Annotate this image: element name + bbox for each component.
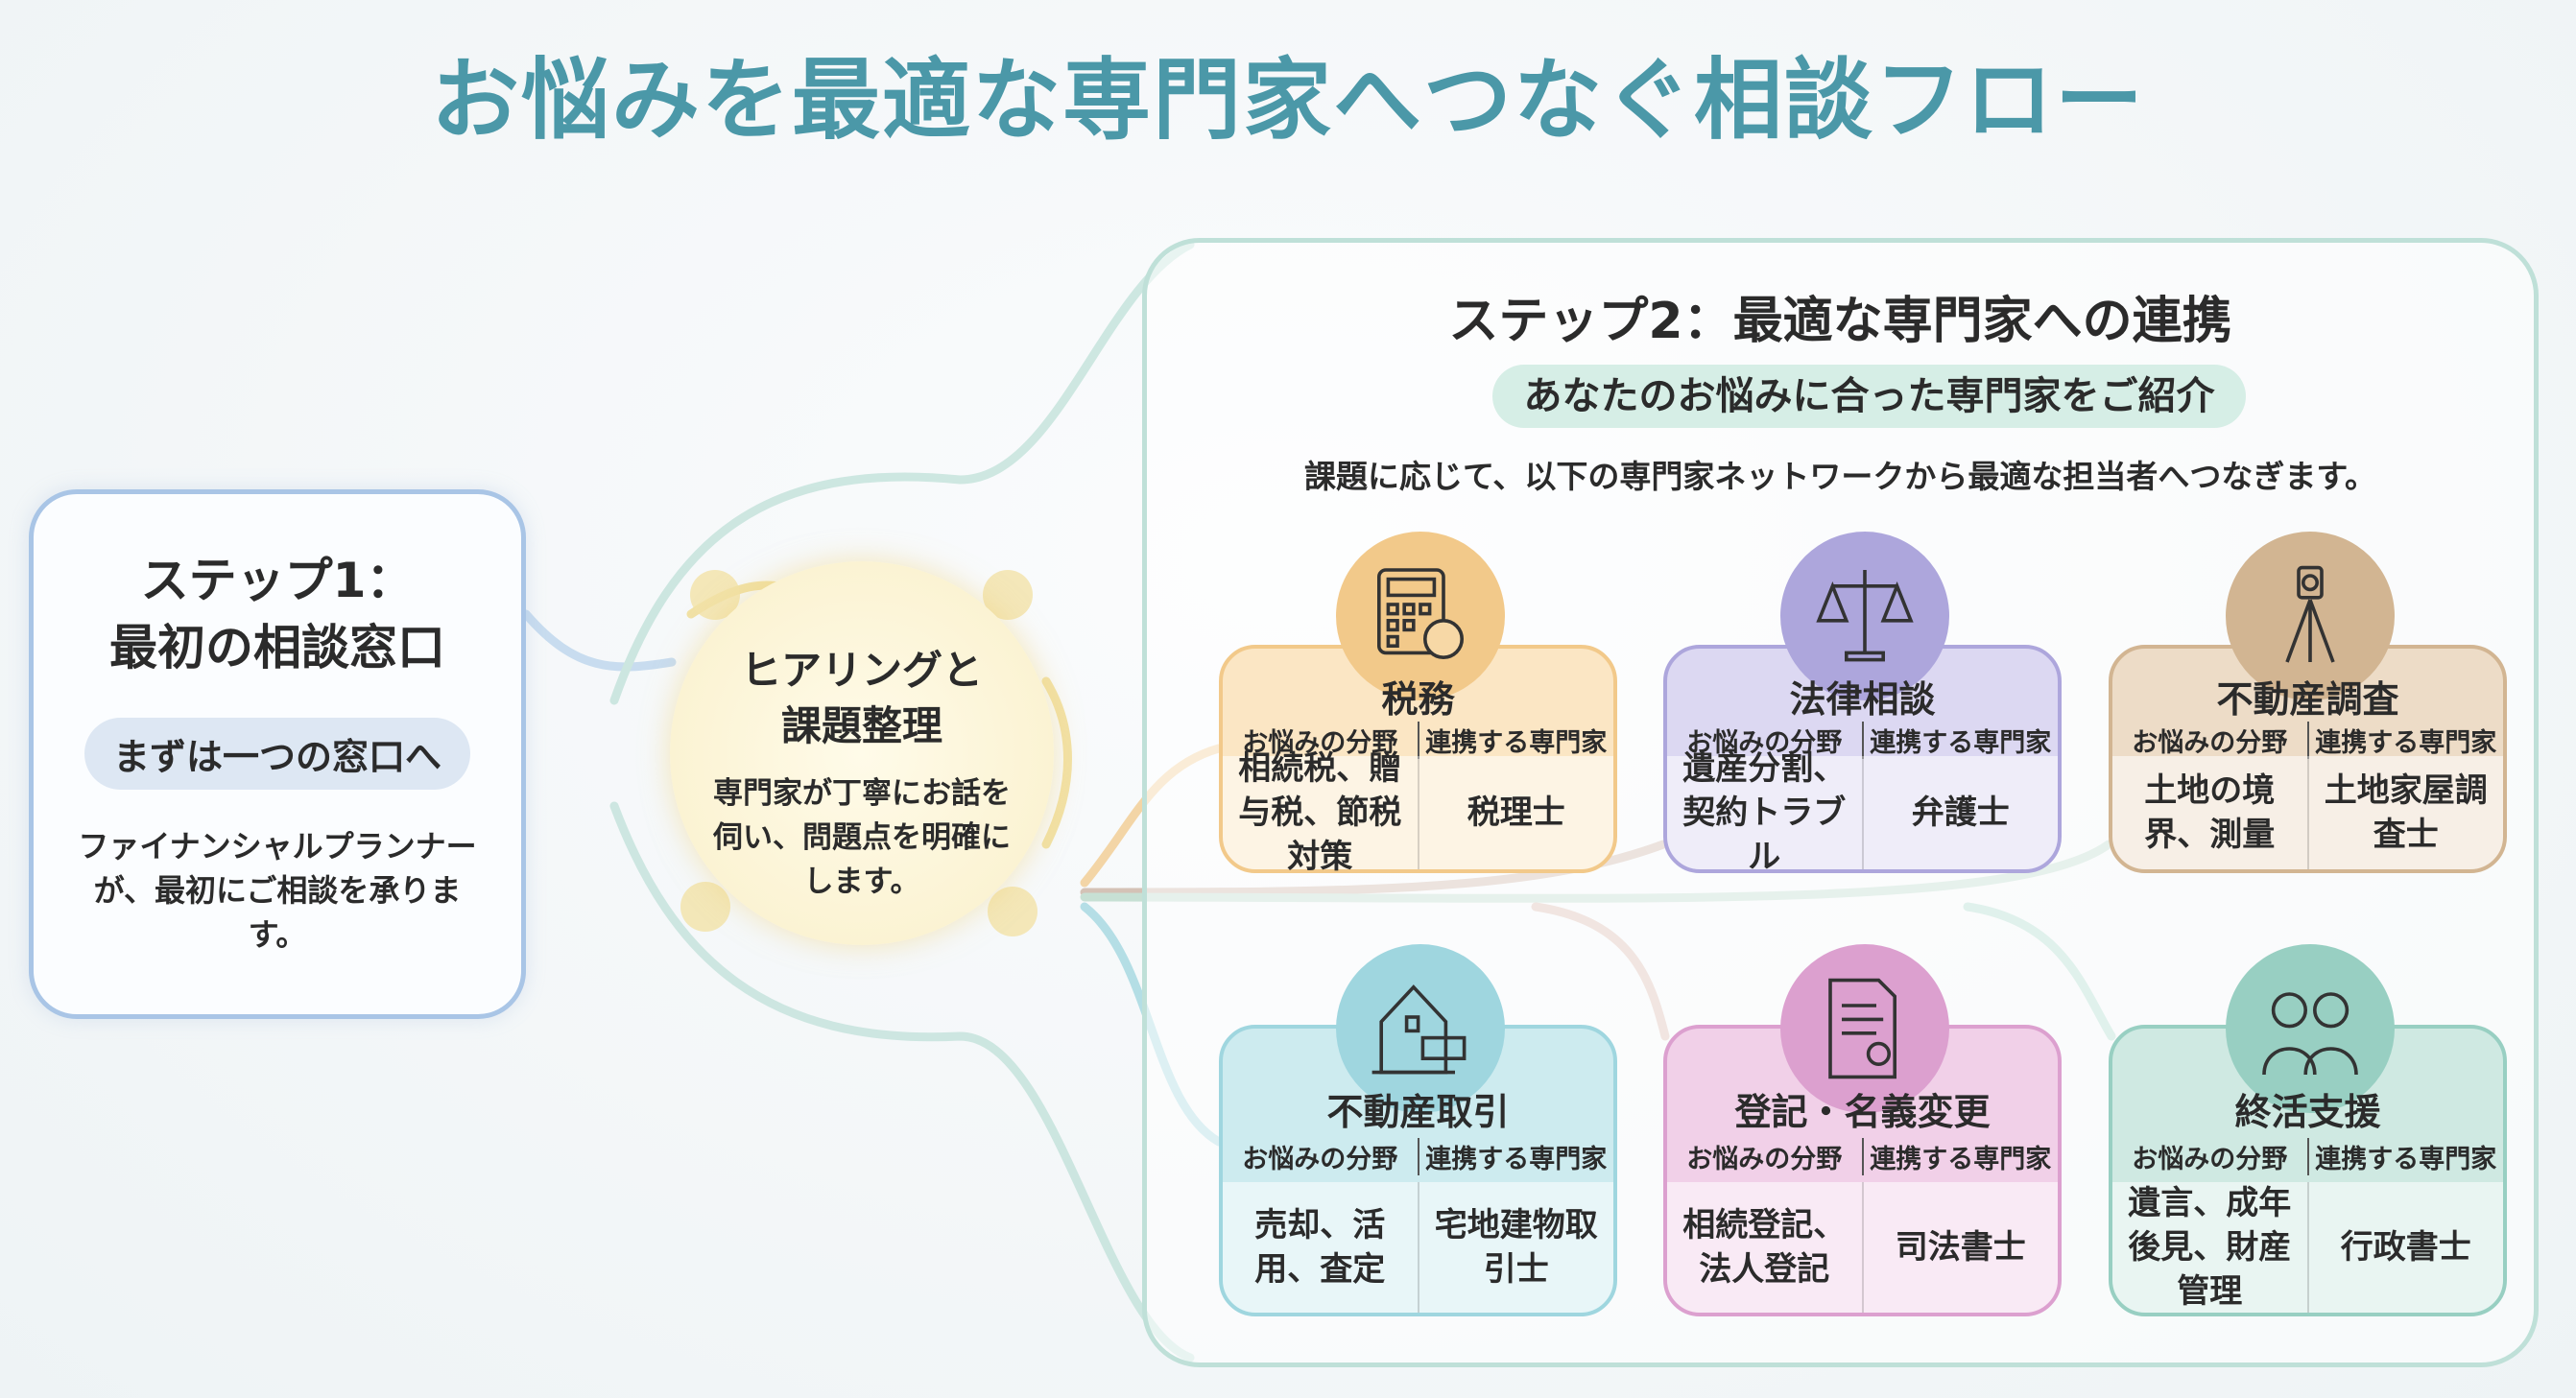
hub-text: 専門家が丁寧にお話を伺い、問題点を明確にします。: [713, 776, 1011, 899]
hub-dot: [988, 887, 1038, 936]
area-header: お悩みの分野: [1223, 722, 1419, 759]
card-body: 相続登記、法人登記司法書士: [1667, 1182, 2058, 1313]
area-header: お悩みの分野: [1223, 1138, 1419, 1175]
step1-heading-line2: 最初の相談窓口: [109, 620, 445, 675]
card-body: 相続税、贈与税、節税対策 税理士: [1223, 749, 1613, 876]
hub-heading-line2: 課題整理: [780, 702, 942, 749]
step1-text: ファイナンシャルプランナーが、最初にご相談を承ります。: [78, 828, 477, 953]
card-body: 遺言、成年後見、財産管理行政書士: [2112, 1182, 2503, 1313]
expert-name: 宅地建物取引士: [1434, 1206, 1598, 1289]
concern-area: 遺言、成年後見、財産管理: [2112, 1182, 2309, 1313]
step1-heading-line1: ステップ1：: [140, 553, 415, 608]
page-title: お悩みを最適な専門家へつなぐ相談フロー: [430, 49, 2145, 152]
certificate-icon: [1780, 944, 1949, 1113]
step2-subtitle: 課題に応じて、以下の専門家ネットワークから最適な担当者へつなぎます。: [1303, 458, 2377, 495]
concern-area: 相続税、贈与税、節税対策: [1223, 749, 1419, 876]
expert-header: 連携する専門家: [1870, 1145, 2052, 1174]
card-header-row: お悩みの分野連携する専門家: [2112, 1138, 2503, 1175]
expert-name: 税理士: [1467, 794, 1565, 832]
concern-area: 土地の境界、測量: [2112, 756, 2309, 869]
expert-header: 連携する専門家: [2315, 1145, 2497, 1174]
card-header-row: お悩みの分野連携する専門家: [1223, 722, 1613, 759]
expert-name: 司法書士: [1895, 1228, 2026, 1267]
step1-heading: ステップ1： 最初の相談窓口: [34, 547, 521, 681]
concern-area: 売却、活用、査定: [1223, 1182, 1419, 1313]
concern-area: 相続登記、法人登記: [1667, 1182, 1864, 1313]
expert-name: 土地家屋調査士: [2324, 771, 2488, 854]
card-body: 売却、活用、査定宅地建物取引士: [1223, 1182, 1613, 1313]
concern-area: 遺産分割、契約トラブル: [1667, 749, 1864, 876]
card-title: 不動産調査: [2216, 678, 2399, 721]
area-header: お悩みの分野: [2112, 722, 2309, 759]
card-header-row: お悩みの分野連携する専門家: [1667, 722, 2058, 759]
expert-header: 連携する専門家: [1425, 1145, 1608, 1174]
house-sold-icon: [1336, 944, 1505, 1113]
area-header: お悩みの分野: [1667, 1138, 1864, 1175]
surveying-tripod-icon: [2226, 532, 2395, 700]
scales-icon: [1780, 532, 1949, 700]
expert-header: 連携する専門家: [1425, 728, 1608, 758]
specialist-card-legal: 法律相談 お悩みの分野連携する専門家 遺産分割、契約トラブル 弁護士: [1663, 532, 2062, 876]
hub-dot: [680, 882, 730, 932]
card-title: 登記・名義変更: [1734, 1091, 1991, 1133]
specialist-card-endoflife: 終活支援 お悩みの分野連携する専門家 遺言、成年後見、財産管理行政書士: [2109, 944, 2507, 1316]
card-header-row: お悩みの分野連携する専門家: [1667, 1138, 2058, 1175]
step1-panel: ステップ1： 最初の相談窓口 まずは一つの窓口へ ファイナンシャルプランナーが、…: [29, 489, 526, 1019]
step2-heading: ステップ2：最適な専門家への連携: [1448, 293, 2232, 350]
elderly-couple-icon: [2226, 944, 2395, 1113]
step1-pill: まずは一つの窓口へ: [83, 718, 470, 790]
card-header-row: お悩みの分野連携する専門家: [1223, 1138, 1613, 1175]
expert-name: 弁護士: [1911, 794, 2010, 832]
hub-dot: [690, 570, 740, 620]
hearing-hub: ヒアリングと 課題整理 専門家が丁寧にお話を伺い、問題点を明確にします。: [670, 561, 1054, 945]
specialist-card-realestate: 不動産取引 お悩みの分野連携する専門家 売却、活用、査定宅地建物取引士: [1219, 944, 1617, 1316]
specialist-card-registry: 登記・名義変更 お悩みの分野連携する専門家 相続登記、法人登記司法書士: [1663, 944, 2062, 1316]
card-title: 税務: [1381, 678, 1455, 721]
expert-header: 連携する専門家: [1870, 728, 2052, 758]
expert-header: 連携する専門家: [2315, 728, 2497, 758]
card-header-row: お悩みの分野連携する専門家: [2112, 722, 2503, 759]
card-title: 終活支援: [2234, 1091, 2381, 1133]
hub-heading-line1: ヒアリングと: [740, 647, 983, 694]
card-body: 土地の境界、測量土地家屋調査士: [2112, 756, 2503, 869]
specialist-card-survey: 不動産調査 お悩みの分野連携する専門家 土地の境界、測量土地家屋調査士: [2109, 532, 2507, 873]
step2-pill: あなたのお悩みに合った専門家をご紹介: [1492, 365, 2246, 428]
card-title: 不動産取引: [1326, 1091, 1510, 1133]
calculator-icon: [1336, 532, 1505, 700]
card-title: 法律相談: [1789, 678, 1936, 721]
hub-dot: [983, 570, 1033, 620]
card-body: 遺産分割、契約トラブル 弁護士: [1667, 749, 2058, 876]
expert-name: 行政書士: [2340, 1228, 2471, 1267]
specialist-card-tax: 税務 お悩みの分野連携する専門家 相続税、贈与税、節税対策 税理士: [1219, 532, 1617, 876]
area-header: お悩みの分野: [2112, 1138, 2309, 1175]
area-header: お悩みの分野: [1667, 722, 1864, 759]
